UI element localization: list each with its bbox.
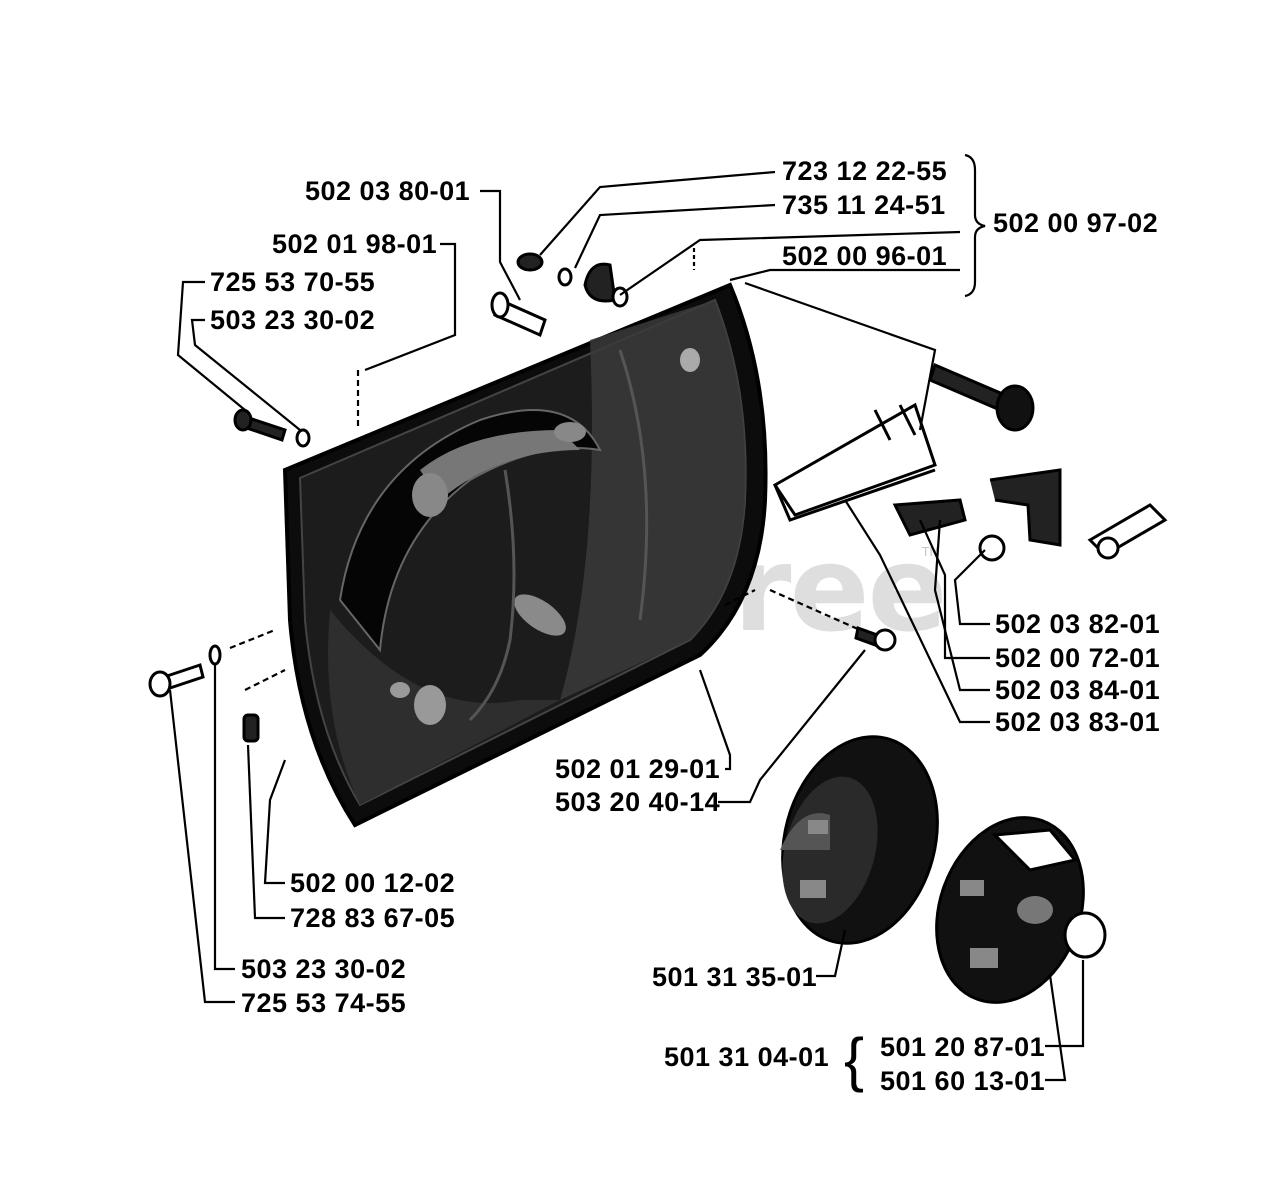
part-label-502-00-12-02: 502 00 12-02 (290, 868, 456, 898)
part-label-501-20-87-01: 501 20 87-01 (880, 1032, 1046, 1062)
part-label-501-31-04-01: 501 31 04-01 (664, 1042, 830, 1072)
part-label-735-11-24-51: 735 11 24-51 (782, 190, 946, 220)
part-label-503-23-30-02-top: 503 23 30-02 (210, 305, 376, 335)
part-label-723-12-22-55: 723 12 22-55 (782, 156, 948, 186)
part-label-502-00-72-01: 502 00 72-01 (995, 643, 1161, 673)
tensioner-plate (772, 402, 937, 522)
clutch-assembly (935, 816, 1107, 1004)
part-label-503-20-40-14: 503 20 40-14 (555, 787, 721, 817)
part-label-502-03-83-01: 502 03 83-01 (995, 707, 1161, 737)
small-parts (148, 252, 1168, 743)
part-label-502-01-98-01: 502 01 98-01 (272, 229, 438, 259)
leader-lines (168, 153, 1085, 1082)
part-label-501-31-35-01: 501 31 35-01 (652, 962, 818, 992)
part-label-503-23-30-02-bottom: 503 23 30-02 (241, 954, 407, 984)
part-label-502-03-80-01: 502 03 80-01 (305, 176, 471, 206)
part-label-502-03-82-01: 502 03 82-01 (995, 609, 1161, 639)
part-group-brace: { (844, 1026, 865, 1093)
part-label-502-01-29-01: 502 01 29-01 (555, 754, 721, 784)
clutch-cover (282, 282, 768, 828)
part-label-502-00-97-02: 502 00 97-02 (993, 208, 1159, 238)
part-label-725-53-70-55: 725 53 70-55 (210, 267, 376, 297)
part-label-502-03-84-01: 502 03 84-01 (995, 675, 1161, 705)
part-label-502-00-96-01: 502 00 96-01 (782, 241, 948, 271)
part-label-501-60-13-01: 501 60 13-01 (880, 1066, 1046, 1096)
clutch-drum (780, 735, 939, 945)
part-label-728-83-67-05: 728 83 67-05 (290, 903, 456, 933)
part-label-725-53-74-55: 725 53 74-55 (241, 988, 407, 1018)
